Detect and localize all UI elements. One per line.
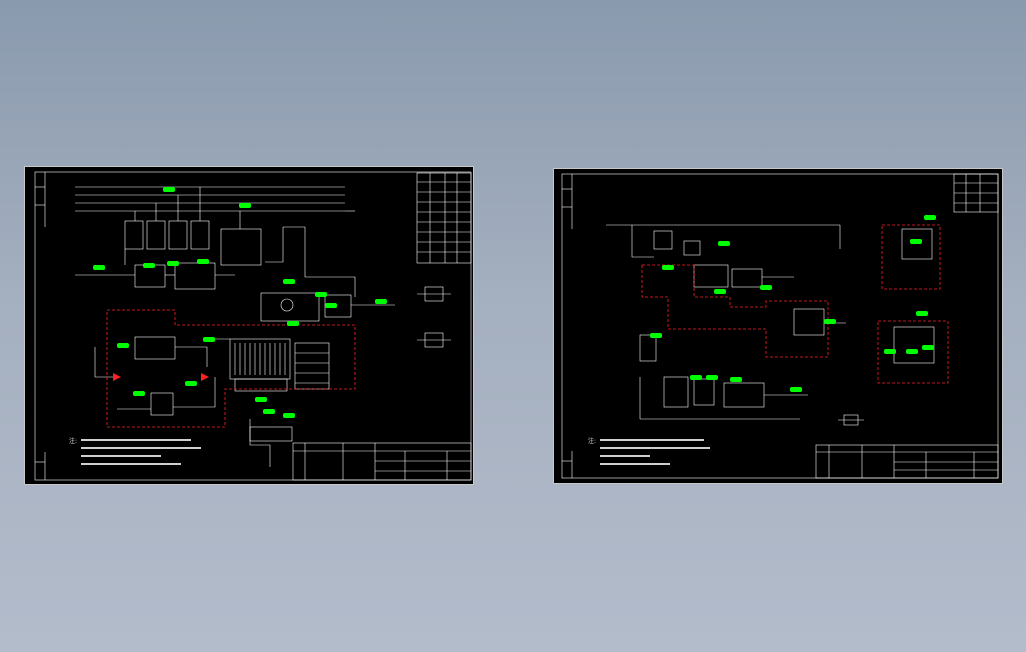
drawing-border <box>561 173 999 479</box>
instrument-tags <box>93 187 387 418</box>
drawing-sheet-right[interactable]: 注: <box>553 168 1003 484</box>
red-zone-boundaries <box>641 224 949 384</box>
title-block <box>292 442 472 481</box>
instrument-tags <box>650 215 936 392</box>
title-block <box>815 444 999 479</box>
pid-diagram-right: 注: <box>561 173 999 479</box>
notes-label: 注: <box>69 437 77 445</box>
notes-block <box>81 439 201 465</box>
drawing-border <box>34 171 472 481</box>
pid-diagram-left: 注: <box>34 171 472 481</box>
red-zone-boundary <box>106 309 356 428</box>
notes-label: 注: <box>588 437 596 445</box>
legend-table <box>416 172 472 264</box>
drawing-sheet-left[interactable]: 注: <box>24 166 474 485</box>
notes-block <box>600 439 710 465</box>
